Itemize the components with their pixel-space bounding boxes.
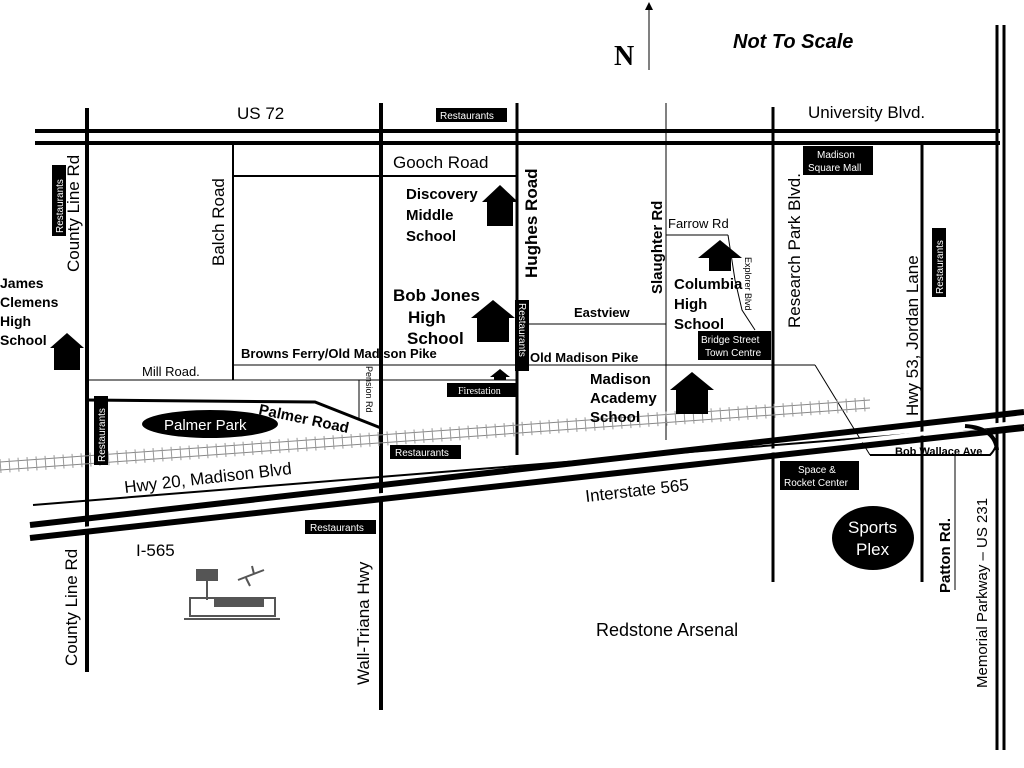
svg-text:Restaurants: Restaurants bbox=[440, 111, 494, 122]
school-house-icon bbox=[482, 185, 518, 226]
balch-label: Balch Road bbox=[209, 178, 228, 266]
svg-text:School: School bbox=[406, 228, 456, 245]
research-park-label: Research Park Blvd. bbox=[785, 173, 804, 328]
north-label: N bbox=[614, 41, 634, 72]
memorial-label: Memorial Parkway – US 231 bbox=[974, 498, 991, 688]
svg-text:High: High bbox=[0, 313, 31, 329]
svg-text:Town Centre: Town Centre bbox=[705, 348, 762, 359]
discovery-school-label: Discovery Middle School bbox=[406, 186, 478, 245]
county-line-bottom-label: County Line Rd bbox=[62, 549, 81, 666]
restaurants-box-us72: Restaurants bbox=[436, 108, 507, 122]
space-rocket-center-box: Space & Rocket Center bbox=[780, 461, 859, 490]
slaughter-label: Slaughter Rd bbox=[649, 201, 666, 294]
svg-text:School: School bbox=[590, 409, 640, 426]
county-line-top-label: County Line Rd bbox=[64, 155, 83, 272]
svg-text:Plex: Plex bbox=[856, 540, 890, 559]
school-house-icon bbox=[471, 300, 515, 342]
wall-triana-label: Wall-Triana Hwy bbox=[354, 561, 373, 685]
svg-text:Restaurants: Restaurants bbox=[395, 448, 449, 459]
hwy20-road bbox=[32, 424, 1024, 506]
james-clemens-school-label: James Clemens High School bbox=[0, 275, 59, 348]
palmer-road bbox=[86, 398, 382, 430]
explorer-label: Explorer Blvd bbox=[743, 257, 753, 311]
hwy53-label: Hwy 53, Jordan Lane bbox=[903, 255, 922, 416]
columbia-school-label: Columbia High School bbox=[674, 276, 743, 333]
mill-road-label: Mill Road. bbox=[142, 364, 200, 379]
svg-text:Madison: Madison bbox=[817, 150, 855, 161]
sports-plex-ellipse: Sports Plex bbox=[832, 506, 914, 570]
browns-ferry-label: Browns Ferry/Old Madison Pike bbox=[241, 346, 437, 361]
svg-text:Firestation: Firestation bbox=[458, 386, 501, 397]
us72-label: US 72 bbox=[237, 104, 284, 123]
palmer-park-ellipse: Palmer Park bbox=[142, 410, 278, 438]
restaurants-box-palmer: Restaurants bbox=[94, 396, 108, 465]
north-arrow-icon bbox=[645, 2, 653, 70]
school-house-icon bbox=[698, 240, 742, 271]
school-house-icon bbox=[50, 333, 84, 370]
svg-text:School: School bbox=[0, 332, 47, 348]
svg-text:Sports: Sports bbox=[848, 518, 897, 537]
redstone-arsenal-label: Redstone Arsenal bbox=[596, 620, 738, 640]
restaurants-box-hughes: Restaurants bbox=[515, 300, 529, 371]
farrow-label: Farrow Rd bbox=[668, 216, 729, 231]
svg-text:School: School bbox=[407, 329, 464, 348]
svg-text:Discovery: Discovery bbox=[406, 186, 478, 203]
madison-square-mall-box: Madison Square Mall bbox=[803, 146, 873, 175]
svg-text:High: High bbox=[674, 296, 707, 313]
bob-jones-school-label: Bob Jones High School bbox=[393, 286, 480, 348]
school-house-icon bbox=[670, 372, 714, 414]
i565-highway bbox=[29, 409, 1024, 541]
svg-text:Square Mall: Square Mall bbox=[808, 163, 861, 174]
svg-text:High: High bbox=[408, 308, 446, 327]
svg-text:Restaurants: Restaurants bbox=[310, 523, 364, 534]
bridge-street-box: Bridge Street Town Centre bbox=[698, 331, 771, 360]
svg-text:Restaurants: Restaurants bbox=[97, 408, 108, 462]
restaurants-box-jordan: Restaurants bbox=[932, 228, 946, 297]
madison-academy-school-label: Madison Academy School bbox=[590, 371, 657, 426]
restaurants-box-i565: Restaurants bbox=[305, 520, 376, 534]
svg-text:Madison: Madison bbox=[590, 371, 651, 388]
hughes-label: Hughes Road bbox=[522, 168, 541, 278]
svg-text:School: School bbox=[674, 316, 724, 333]
firestation-box: Firestation bbox=[447, 383, 517, 397]
eastview-label: Eastview bbox=[574, 305, 631, 320]
restaurants-box-county-line: Restaurants bbox=[52, 165, 66, 236]
patton-label: Patton Rd. bbox=[937, 518, 954, 593]
svg-text:Restaurants: Restaurants bbox=[516, 303, 527, 357]
svg-text:Restaurants: Restaurants bbox=[935, 240, 946, 294]
restaurants-box-hwy20: Restaurants bbox=[390, 445, 461, 459]
gooch-label: Gooch Road bbox=[393, 153, 488, 172]
railroad bbox=[0, 397, 871, 474]
svg-text:Space &: Space & bbox=[798, 465, 836, 476]
svg-text:Academy: Academy bbox=[590, 390, 657, 407]
bob-wallace-label: Bob Wallace Ave bbox=[895, 446, 982, 458]
not-to-scale-note: Not To Scale bbox=[733, 31, 853, 53]
airport-icon bbox=[184, 565, 280, 620]
svg-text:Restaurants: Restaurants bbox=[55, 179, 66, 233]
svg-text:Columbia: Columbia bbox=[674, 276, 743, 293]
bob-wallace-road bbox=[870, 437, 998, 456]
i565-short-label: I-565 bbox=[136, 541, 175, 560]
svg-text:Bridge Street: Bridge Street bbox=[701, 335, 760, 346]
svg-text:Bob Jones: Bob Jones bbox=[393, 286, 480, 305]
svg-text:Middle: Middle bbox=[406, 207, 454, 224]
svg-text:Clemens: Clemens bbox=[0, 294, 59, 310]
pension-label: Pension Rd bbox=[364, 366, 374, 413]
svg-text:Palmer Park: Palmer Park bbox=[164, 417, 247, 434]
university-label: University Blvd. bbox=[808, 103, 925, 122]
svg-text:James: James bbox=[0, 275, 44, 291]
road-network bbox=[0, 25, 1024, 750]
old-madison-label: Old Madison Pike bbox=[530, 350, 638, 365]
firestation-icon bbox=[490, 369, 510, 380]
i565-label: Interstate 565 bbox=[584, 475, 689, 506]
svg-text:Rocket Center: Rocket Center bbox=[784, 478, 849, 489]
